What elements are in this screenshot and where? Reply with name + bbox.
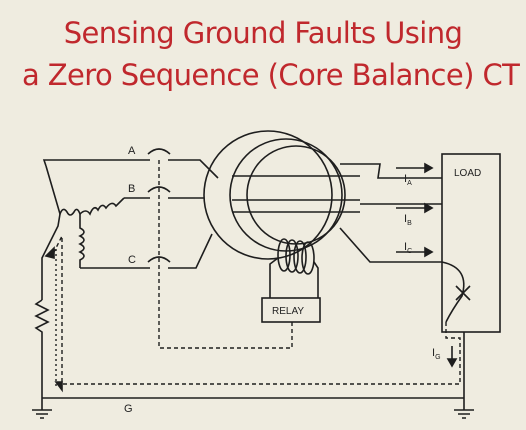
source-winding-b xyxy=(79,197,125,216)
arrow-return xyxy=(54,381,63,393)
fault-wire xyxy=(441,261,465,323)
ground-label: G xyxy=(124,403,133,415)
ct-ring-inner2 xyxy=(246,145,346,245)
current-ic-label: IC xyxy=(404,241,412,255)
source-winding-a xyxy=(45,165,81,217)
relay-lead-left xyxy=(269,257,279,298)
line-c-right xyxy=(168,233,213,269)
dashed-return-path xyxy=(53,235,461,385)
neutral-lead xyxy=(41,213,61,300)
phase-label-c: C xyxy=(128,254,136,266)
current-ib-label: IB xyxy=(404,213,412,227)
conductor-b xyxy=(232,199,360,213)
relay-lead-right xyxy=(313,261,319,298)
break-c xyxy=(147,256,171,263)
ground-symbol-left xyxy=(32,398,52,419)
source-winding-c xyxy=(78,214,85,268)
title-line-1: Sensing Ground Faults Using xyxy=(63,16,463,50)
relay-box xyxy=(261,297,321,323)
title-line-2: a Zero Sequence (Core Balance) CT xyxy=(22,58,520,92)
wire-a-out xyxy=(340,163,442,179)
relay-label: RELAY xyxy=(272,306,304,317)
wire-c-out xyxy=(339,227,442,263)
ground-resistor xyxy=(34,299,50,398)
line-a-right xyxy=(168,159,219,179)
dashed-phase-drop xyxy=(158,160,293,349)
ground-line xyxy=(42,332,465,399)
fault-mark xyxy=(455,285,471,301)
load-box xyxy=(441,153,501,333)
load-label: LOAD xyxy=(454,168,481,179)
current-ia-label: IA xyxy=(404,173,412,187)
current-ig-label: IG xyxy=(432,347,441,361)
line-a-left xyxy=(42,159,150,167)
break-a xyxy=(147,148,171,155)
ct-ring-outer xyxy=(203,130,333,260)
phase-label-a: A xyxy=(128,145,136,157)
ground-symbol-right xyxy=(454,398,474,419)
phase-label-b: B xyxy=(128,183,135,195)
break-b xyxy=(147,186,171,193)
